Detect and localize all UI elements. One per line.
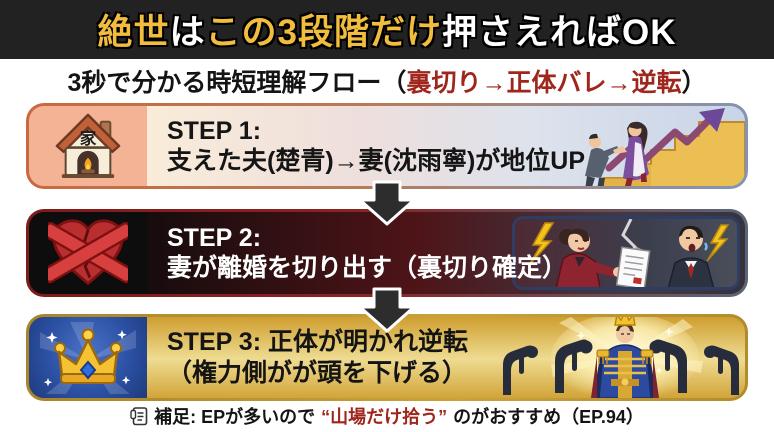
title-bar: 絶世はこの3段階だけ押さえればOK <box>0 0 774 59</box>
svg-text:家: 家 <box>80 128 97 148</box>
wife-figure <box>555 228 623 287</box>
step3-icon-box <box>29 317 147 398</box>
step1-icon-box: 家 <box>29 106 147 186</box>
step2-row-inner: STEP 2: 妻が離婚を切り出す（裏切り確定） <box>29 212 745 294</box>
memo-icon <box>130 406 148 425</box>
down-arrow-1 <box>357 180 417 226</box>
down-arrow-2 <box>357 287 417 333</box>
footer-suffix: のがおすすめ（EP.94） <box>453 406 644 427</box>
title-segment-accent: 絶世 <box>97 13 170 52</box>
step1-illustration <box>585 108 745 186</box>
footer-highlight: “山場だけ拾う” <box>321 406 448 427</box>
step3-row-inner: STEP 3: 正体が明かれ逆転 （権力側がが頭を下げる） <box>29 317 745 398</box>
step2-icon-box <box>29 212 147 294</box>
step1-label: STEP 1: <box>167 116 262 145</box>
step1-text: 支えた夫(楚青)→妻(沈雨寧)が地位UP <box>167 147 586 175</box>
step1-row-inner: 家 STEP 1: 支えた夫(楚青)→妻(沈雨寧)が地位UP <box>29 106 745 186</box>
wife-figure <box>613 121 649 186</box>
footer-prefix: 補足: EPが多いので <box>154 406 316 427</box>
divorce-paper <box>615 246 651 287</box>
step2-text: 妻が離婚を切り出す（裏切り確定） <box>167 254 568 282</box>
bowing-silhouettes-left <box>503 339 593 395</box>
lightning-bolt-right <box>706 224 730 262</box>
title-segment: 押さえればOK <box>441 13 677 52</box>
step2-illustration <box>528 219 730 287</box>
subtitle-paren-open: （ <box>381 69 407 97</box>
steps-container: 家 STEP 1: 支えた夫(楚青)→妻(沈雨寧)が地位UP <box>26 103 748 401</box>
footer-note: 補足: EPが多いので“山場だけ拾う”のがおすすめ（EP.94） <box>0 402 774 429</box>
bowing-silhouettes-right <box>649 339 739 395</box>
title-segment: は <box>169 13 206 52</box>
lightning-bolt-left <box>528 222 555 266</box>
step3-label: STEP 3: 正体が明かれ逆転 <box>167 328 468 356</box>
husband-figure <box>585 133 619 186</box>
subtitle-paren-close: ） <box>681 69 707 97</box>
step1-content: STEP 1: 支えた夫(楚青)→妻(沈雨寧)が地位UP <box>147 106 745 186</box>
sparkles <box>576 327 674 375</box>
page-title: 絶世はこの3段階だけ押さえればOK <box>97 4 676 55</box>
crown-icon <box>40 321 136 394</box>
sparkles <box>43 329 131 386</box>
subtitle-flow: 裏切り→正体バレ→逆転 <box>406 69 682 97</box>
step2-content: STEP 2: 妻が離婚を切り出す（裏切り確定） <box>147 212 745 294</box>
subtitle: 3秒で分かる時短理解フロー（裏切り→正体バレ→逆転） <box>0 59 774 103</box>
step2-illustration-frame <box>512 216 740 290</box>
title-segment-accent: この3段階だけ <box>205 13 442 52</box>
king-figure <box>591 317 659 398</box>
husband-figure <box>667 225 715 287</box>
step1-row: 家 STEP 1: 支えた夫(楚青)→妻(沈雨寧)が地位UP <box>26 103 748 189</box>
broken-heart-icon <box>48 219 128 286</box>
step3-content: STEP 3: 正体が明かれ逆転 （権力側がが頭を下げる） <box>147 317 745 398</box>
subtitle-main: 3秒で分かる時短理解フロー <box>67 69 382 97</box>
step2-label: STEP 2: <box>167 223 262 252</box>
house-icon: 家 <box>55 113 121 179</box>
step3-text: （権力側がが頭を下げる） <box>167 358 468 387</box>
step3-illustration <box>503 317 739 398</box>
